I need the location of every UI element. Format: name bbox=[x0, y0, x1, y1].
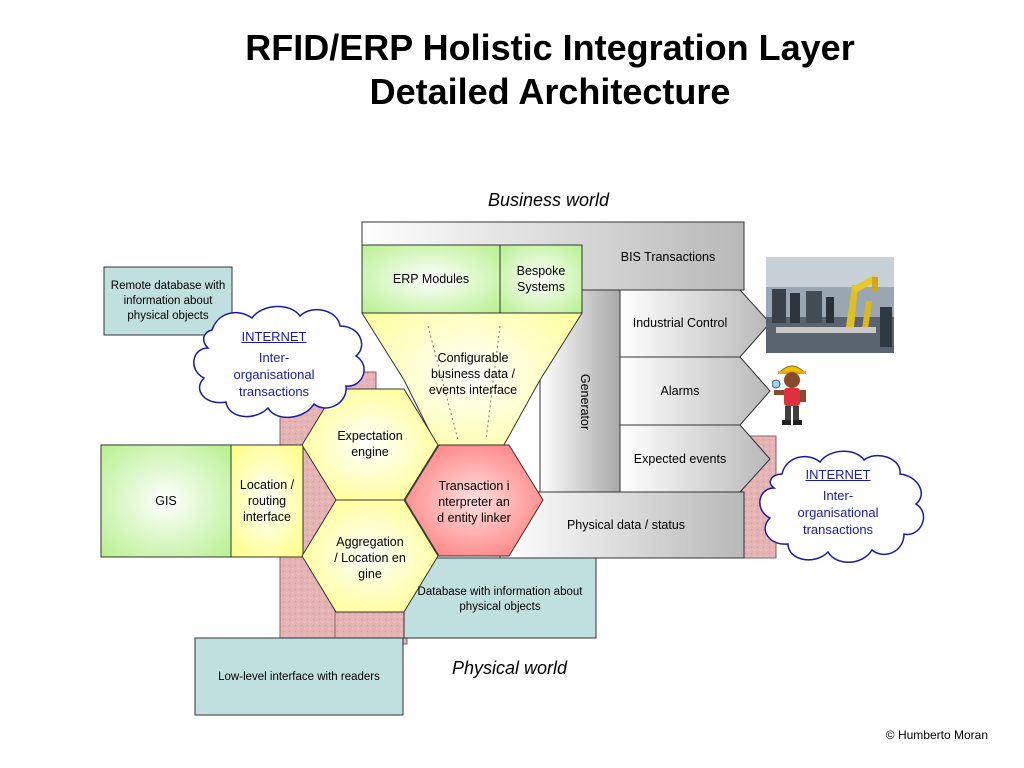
internet-link-left[interactable]: INTERNET bbox=[241, 329, 307, 344]
internet-cloud-right bbox=[759, 450, 925, 563]
bespoke-systems-label: Bespoke Systems bbox=[516, 264, 566, 294]
expected-events-arrow bbox=[619, 424, 771, 493]
physical-world-label: Physical world bbox=[452, 658, 568, 678]
database-physical-label: Database with information about physical… bbox=[417, 586, 583, 613]
alarms-label: Alarms bbox=[660, 384, 700, 398]
factory-robots-photo bbox=[766, 257, 894, 353]
remote-database-label: Remote database with information about p… bbox=[110, 279, 226, 322]
database-physical-box bbox=[403, 557, 597, 639]
transaction-interpreter-hexagon bbox=[404, 444, 544, 557]
bis-transactions-label: BIS Transactions bbox=[620, 250, 716, 264]
configurable-interface-label: Configurable business data / events inte… bbox=[428, 351, 518, 397]
location-routing-label: Location / routing interface bbox=[239, 478, 295, 524]
inter-org-transactions-left: Inter-organisational transactions bbox=[233, 350, 315, 399]
title-line-1: RFID/ERP Holistic Integration Layer bbox=[245, 27, 855, 68]
funnel-guide-right bbox=[485, 325, 501, 441]
title-line-2: Detailed Architecture bbox=[369, 71, 731, 112]
transaction-interpreter-label: Transaction interpreter and entity linke… bbox=[437, 479, 511, 525]
engineer-figure-icon bbox=[772, 365, 806, 425]
industrial-control-label: Industrial Control bbox=[632, 316, 728, 330]
page-title: RFID/ERP Holistic Integration Layer Deta… bbox=[140, 26, 960, 114]
inter-org-transactions-right: Inter-organisational transactions bbox=[797, 488, 879, 537]
copyright-text: © Humberto Moran bbox=[885, 728, 988, 742]
gis-box bbox=[100, 444, 232, 558]
remote-database-box bbox=[103, 266, 233, 336]
aggregation-engine-label: Aggregation / Location engine bbox=[334, 535, 406, 581]
internet-cloud-right-text: INTERNET Inter-organisational transactio… bbox=[790, 466, 886, 538]
internet-link-right[interactable]: INTERNET bbox=[805, 467, 871, 482]
erp-modules-label: ERP Modules bbox=[392, 272, 470, 286]
alarms-arrow bbox=[619, 356, 771, 426]
internet-cloud-left bbox=[193, 305, 365, 418]
low-level-interface-box bbox=[194, 637, 404, 716]
expectation-engine-label: Expectation engine bbox=[337, 429, 403, 459]
expected-events-label: Expected events bbox=[633, 452, 727, 466]
gis-label: GIS bbox=[155, 494, 177, 508]
business-world-label: Business world bbox=[488, 190, 610, 210]
internet-cloud-left-text: INTERNET Inter-organisational transactio… bbox=[226, 328, 322, 400]
location-routing-box bbox=[230, 444, 304, 558]
physical-data-label: Physical data / status bbox=[566, 518, 686, 532]
generator-label: Generator bbox=[578, 373, 592, 431]
bespoke-systems-box bbox=[499, 244, 583, 314]
industrial-control-arrow bbox=[619, 289, 771, 358]
low-level-interface-label: Low-level interface with readers bbox=[218, 670, 380, 683]
aggregation-engine-hexagon bbox=[301, 499, 439, 613]
erp-modules-box bbox=[361, 244, 501, 314]
